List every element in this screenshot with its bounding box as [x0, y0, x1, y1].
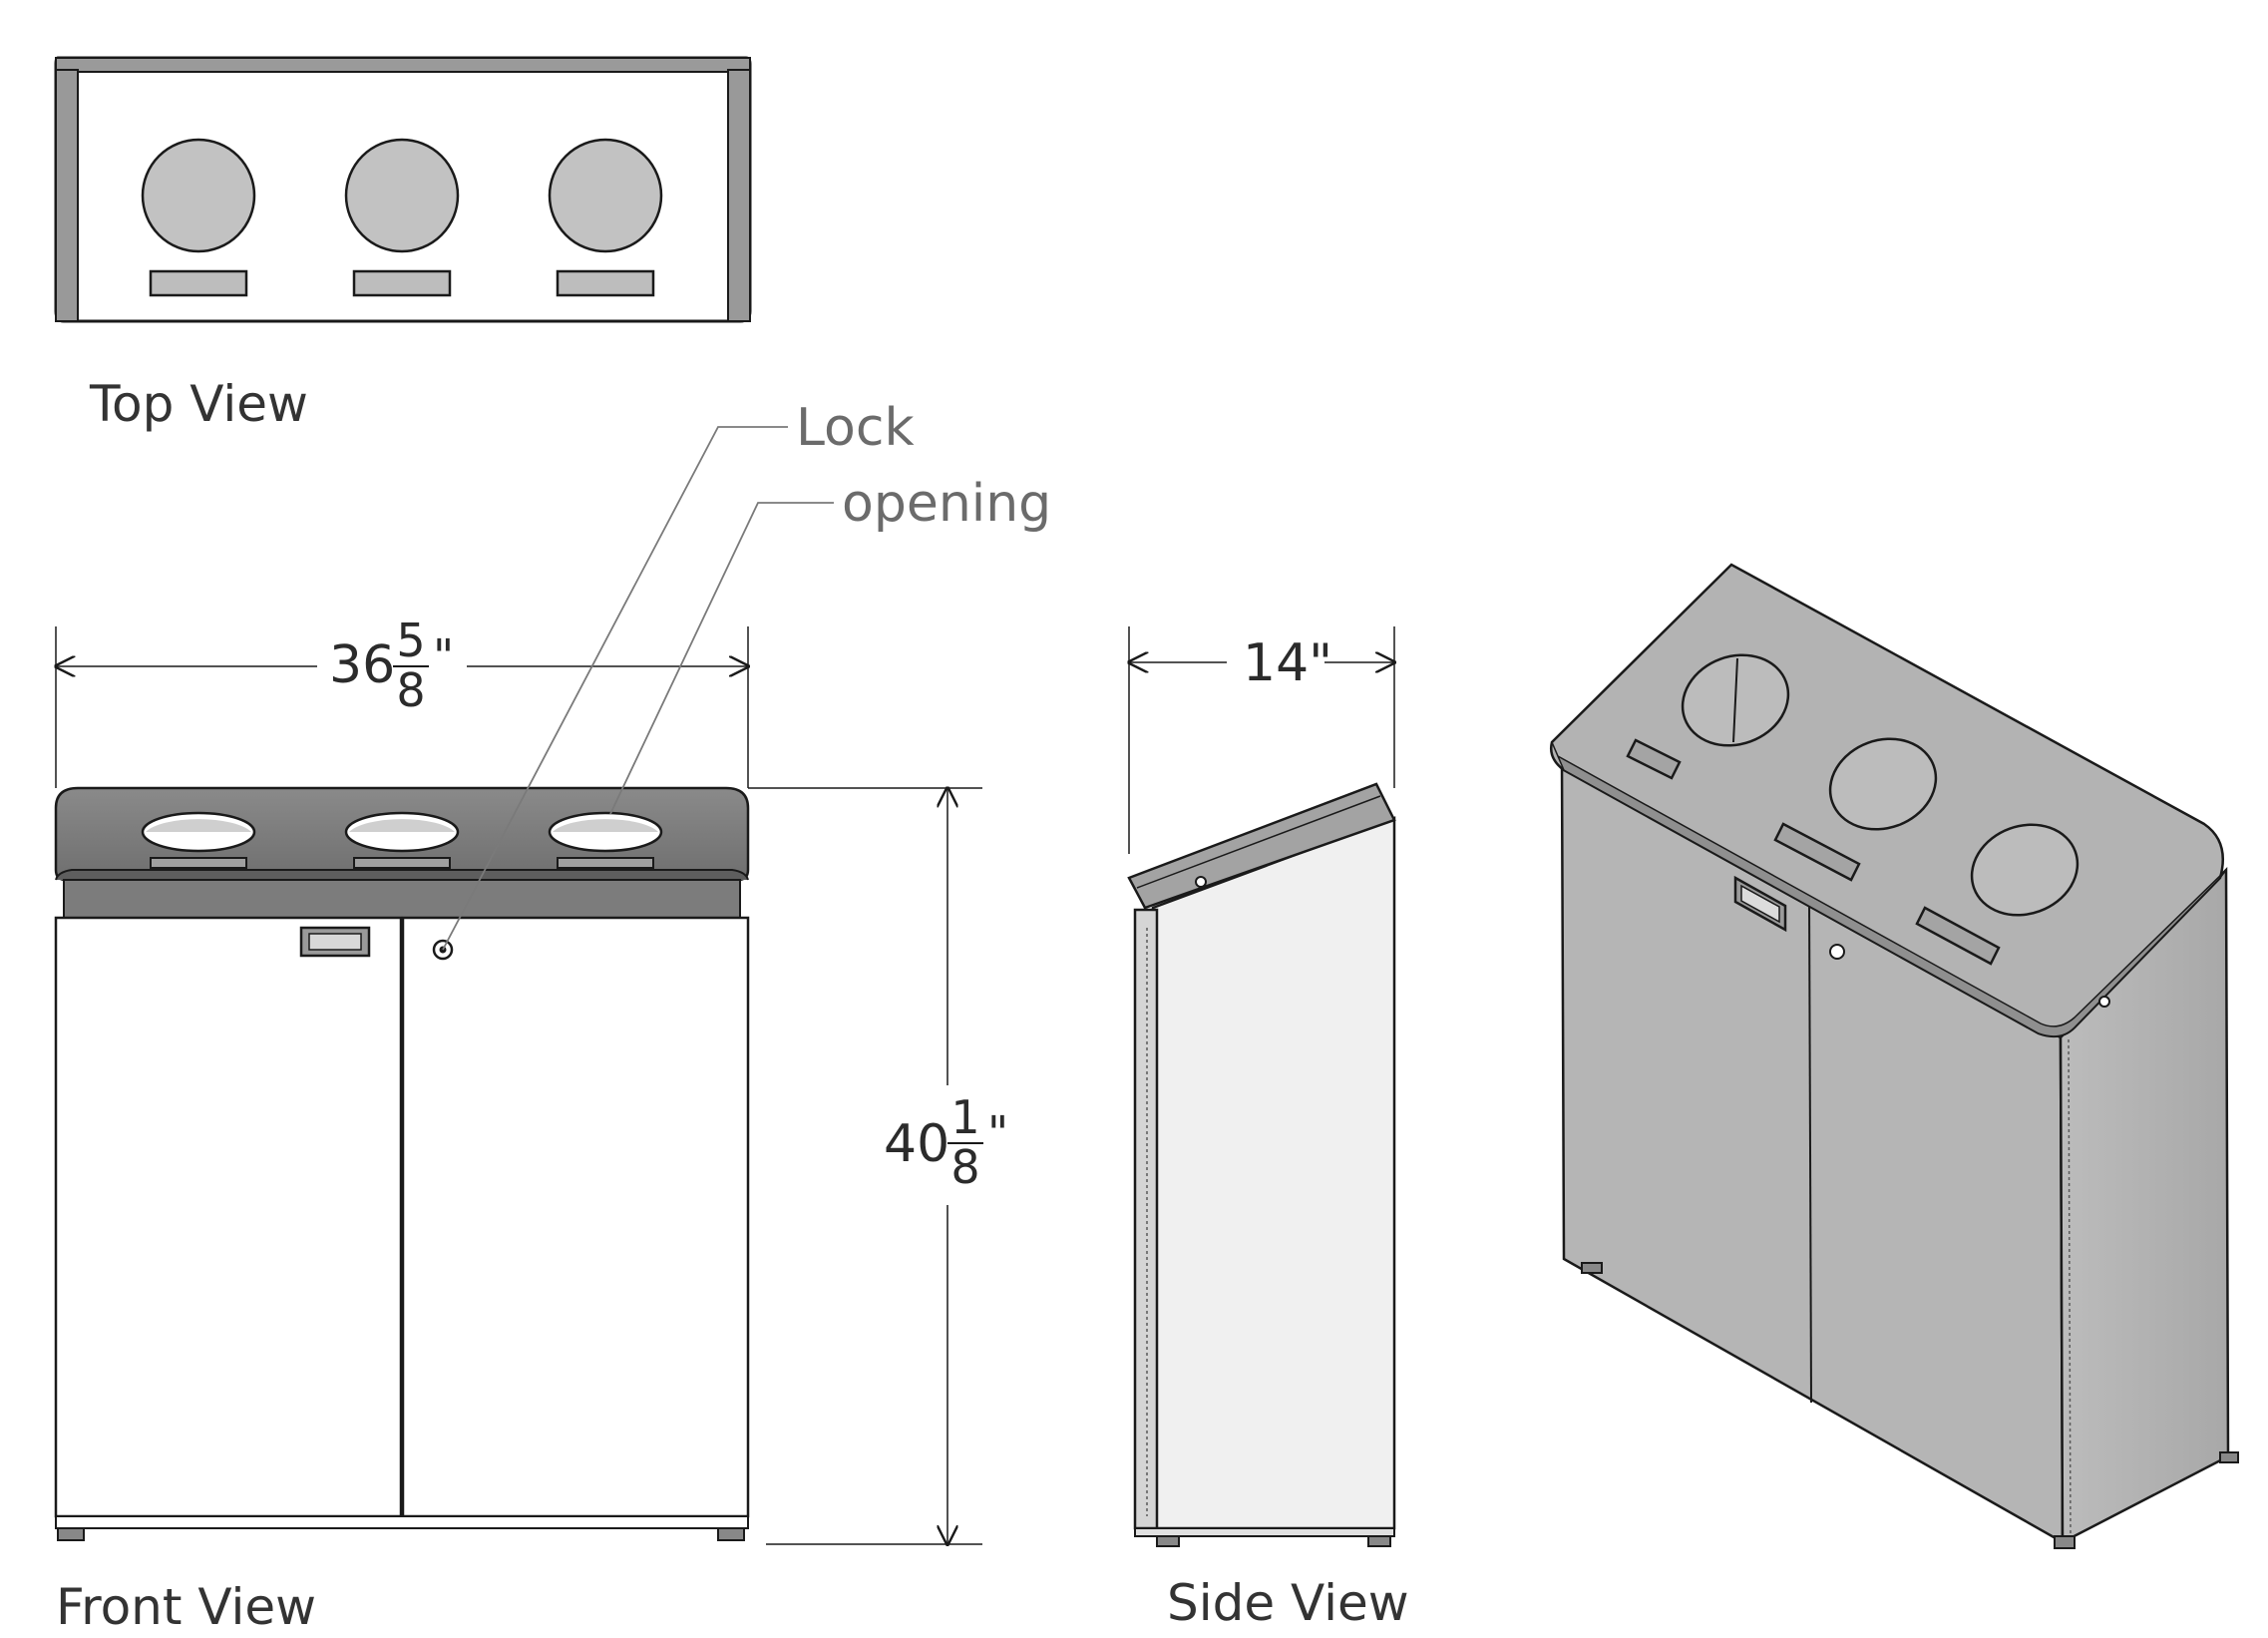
width-dimension: 36 5 8 "	[56, 614, 748, 788]
top-view-label: Top View	[89, 375, 308, 433]
top-opening-3	[548, 138, 663, 297]
iso-opening-1	[1626, 653, 1790, 780]
front-opening-3	[548, 811, 663, 869]
front-foot-left	[57, 1527, 85, 1541]
front-right-door	[401, 916, 750, 1518]
callouts: Lock opening	[442, 398, 1051, 951]
side-body	[1151, 816, 1396, 1530]
opening-callout: opening	[842, 474, 1051, 534]
front-view: 36 5 8 "	[56, 614, 1008, 1636]
side-foot-right	[1367, 1535, 1391, 1547]
height-denominator: 8	[950, 1140, 979, 1194]
depth-text: 14"	[1243, 633, 1332, 693]
height-whole: 40	[884, 1114, 949, 1174]
iso-opening-3	[1915, 823, 2079, 966]
height-numerator: 1	[950, 1090, 979, 1144]
iso-lock-icon	[1829, 944, 1845, 960]
front-opening-1	[141, 811, 256, 869]
top-opening-1	[141, 138, 256, 297]
iso-opening-2	[1773, 737, 1938, 882]
iso-foot-2	[2054, 1535, 2076, 1549]
width-numerator: 5	[396, 614, 425, 667]
top-opening-2	[344, 138, 460, 297]
side-view-label: Side View	[1167, 1574, 1409, 1632]
width-whole: 36	[329, 635, 395, 695]
front-left-door	[54, 916, 403, 1518]
side-foot-left	[1156, 1535, 1180, 1547]
lock-callout: Lock	[796, 398, 915, 458]
iso-foot-1	[1581, 1262, 1603, 1274]
height-dimension: 40 1 8 "	[748, 788, 1008, 1544]
iso-foot-3	[2219, 1451, 2239, 1463]
width-unit: "	[433, 629, 454, 683]
top-view: Top View	[54, 56, 752, 433]
side-view: 14" Side View	[1127, 626, 1409, 1632]
width-denominator: 8	[396, 663, 425, 717]
front-opening-2	[344, 811, 460, 869]
front-foot-right	[717, 1527, 745, 1541]
height-unit: "	[987, 1106, 1008, 1160]
isometric-view	[1550, 563, 2239, 1549]
depth-dimension: 14"	[1129, 626, 1394, 854]
front-view-label: Front View	[56, 1578, 316, 1636]
